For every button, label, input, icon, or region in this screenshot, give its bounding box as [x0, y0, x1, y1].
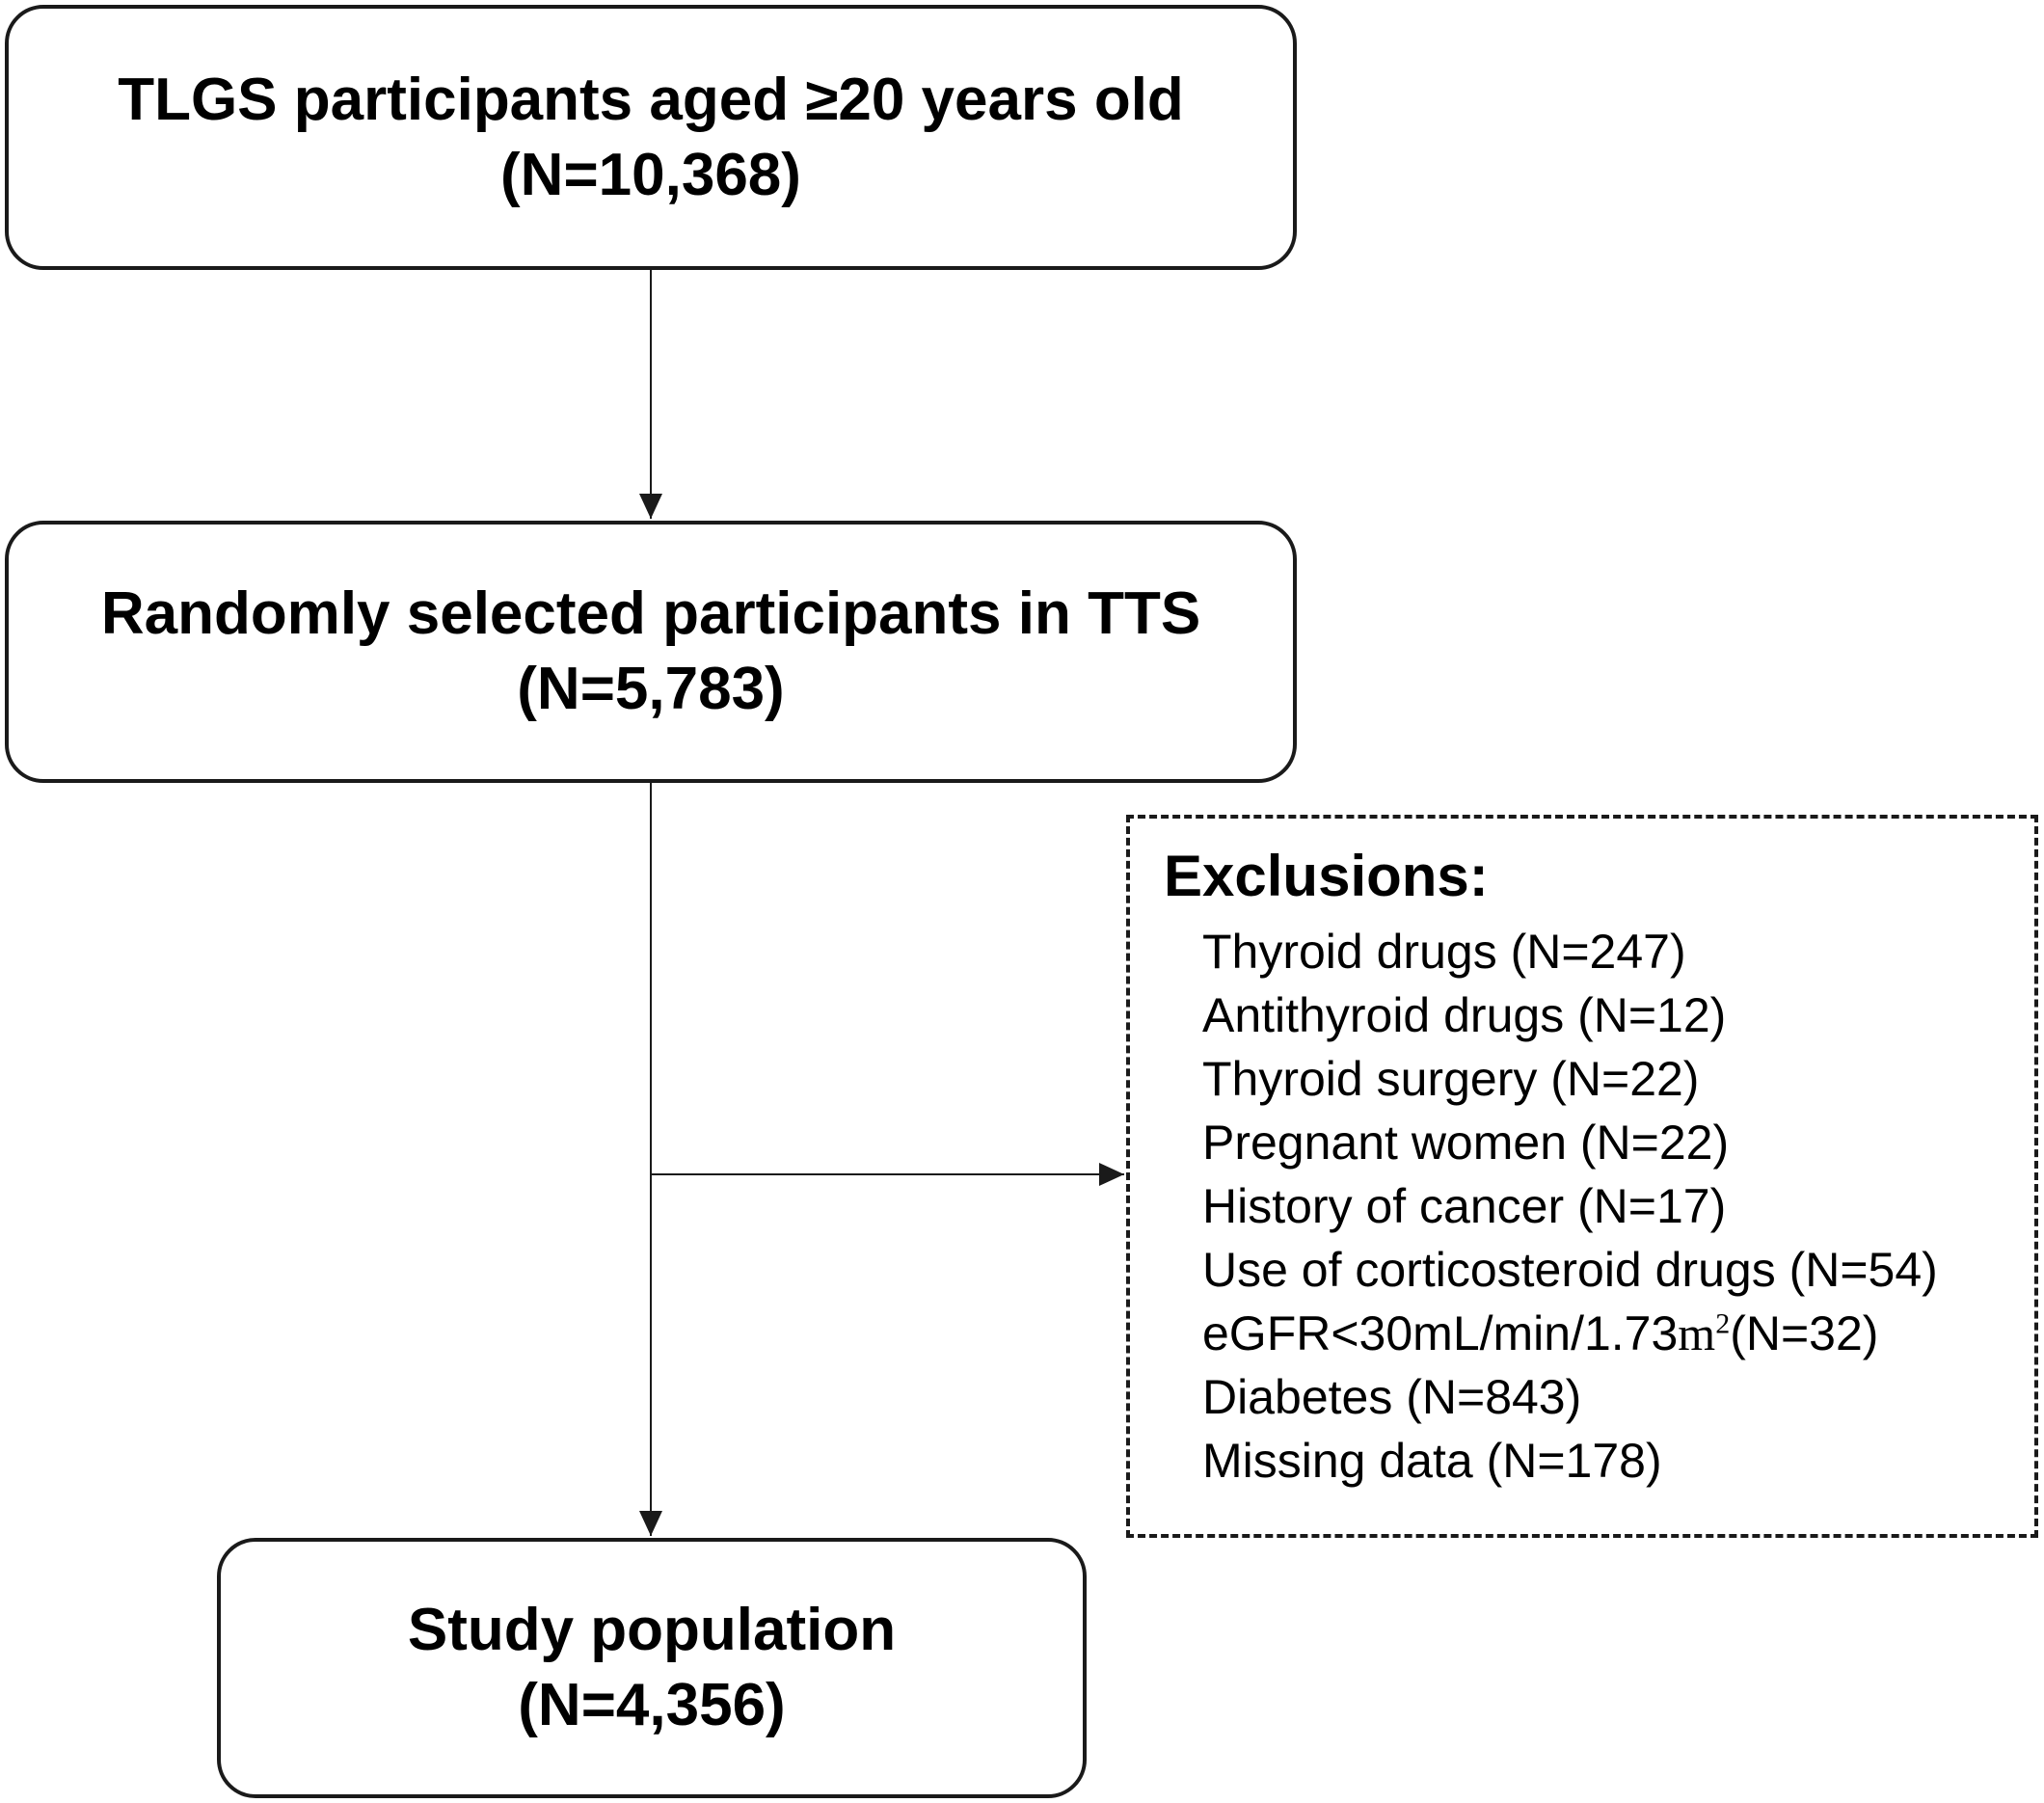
box-randomly-selected-label: Randomly selected participants in TTS — [100, 580, 1201, 647]
arrowhead-to-exclusions — [1099, 1163, 1124, 1186]
egfr-unit: m — [1678, 1306, 1716, 1360]
exclusions-box: Exclusions: Thyroid drugs (N=247) Antith… — [1126, 815, 2038, 1538]
box-randomly-selected-count: (N=5,783) — [517, 656, 785, 722]
box-study-population-label: Study population — [407, 1597, 897, 1663]
box-tlgs-participants-label: TLGS participants aged ≥20 years old — [118, 66, 1184, 133]
arrowhead-top-to-middle — [639, 494, 662, 519]
arrowhead-middle-to-bottom — [639, 1511, 662, 1536]
exclusion-item: Thyroid surgery (N=22) — [1202, 1052, 1700, 1106]
egfr-exponent: 2 — [1715, 1307, 1731, 1340]
exclusion-item: Antithyroid drugs (N=12) — [1202, 988, 1727, 1042]
exclusion-item: Use of corticosteroid drugs (N=54) — [1202, 1243, 1938, 1297]
box-tlgs-participants-count: (N=10,368) — [500, 141, 801, 208]
box-study-population: Study population (N=4,356) — [217, 1538, 1087, 1798]
exclusion-item: Thyroid drugs (N=247) — [1202, 925, 1686, 979]
egfr-prefix: eGFR<30mL/min/1.73 — [1202, 1306, 1679, 1360]
box-study-population-count: (N=4,356) — [518, 1672, 786, 1738]
exclusion-item: Diabetes (N=843) — [1202, 1370, 1582, 1424]
box-tlgs-participants: TLGS participants aged ≥20 years old (N=… — [5, 5, 1297, 270]
box-randomly-selected: Randomly selected participants in TTS (N… — [5, 521, 1297, 783]
exclusion-item: Pregnant women (N=22) — [1202, 1116, 1730, 1170]
exclusion-item-egfr: eGFR<30mL/min/1.73m2(N=32) — [1202, 1302, 1938, 1365]
egfr-count: (N=32) — [1730, 1306, 1879, 1360]
exclusions-list: Thyroid drugs (N=247) Antithyroid drugs … — [1202, 920, 1938, 1493]
exclusion-item: History of cancer (N=17) — [1202, 1179, 1727, 1233]
exclusions-title: Exclusions: — [1164, 844, 1489, 908]
exclusion-item: Missing data (N=178) — [1202, 1434, 1662, 1488]
